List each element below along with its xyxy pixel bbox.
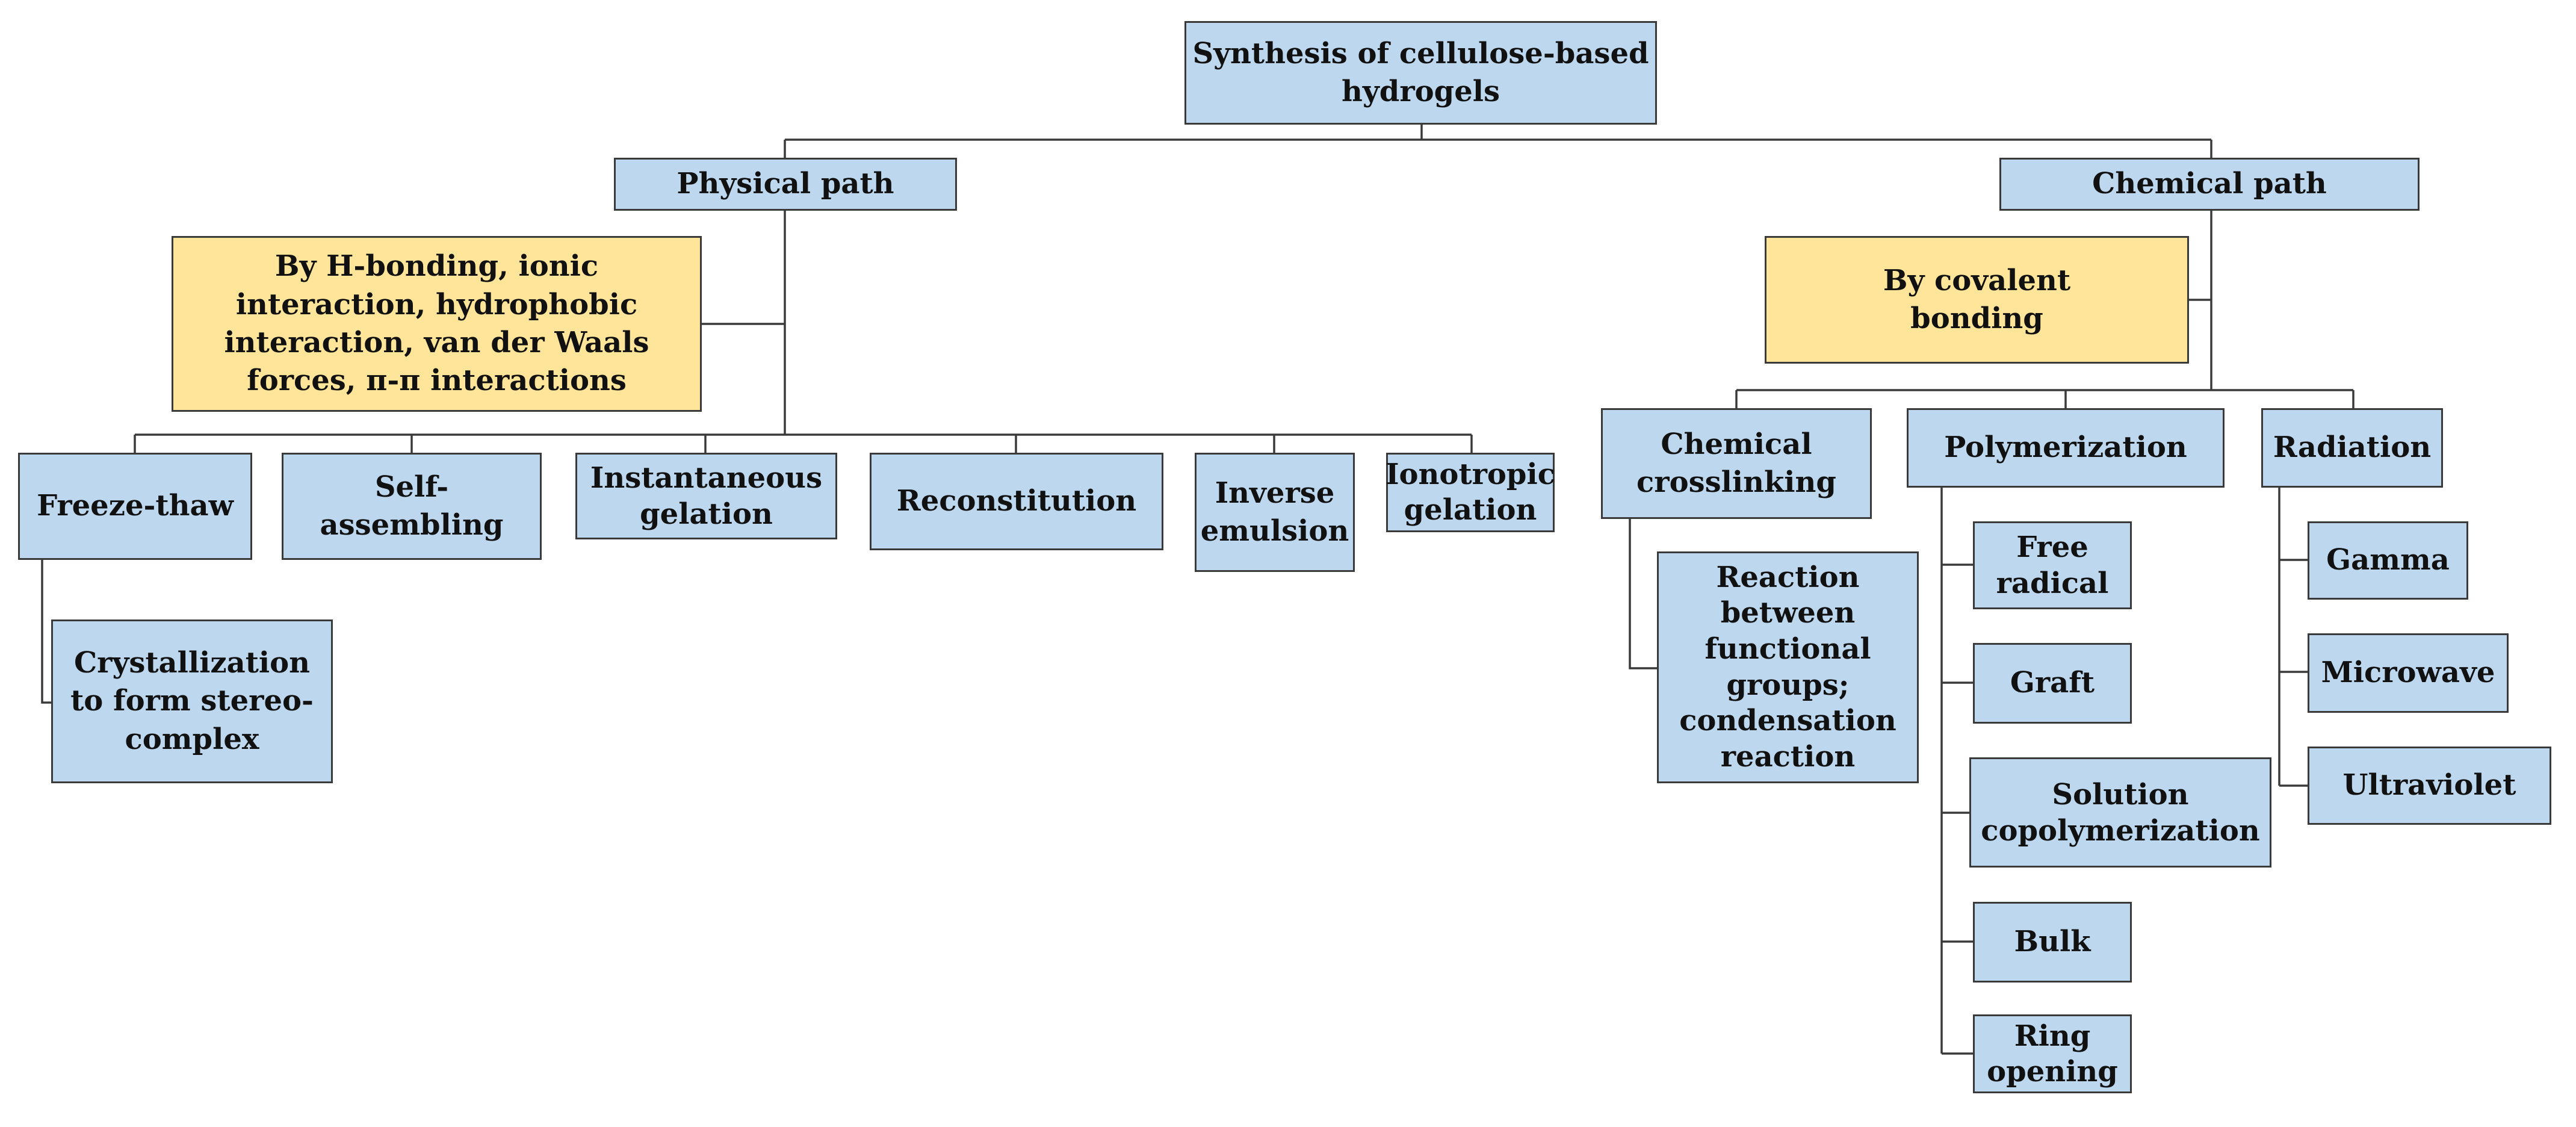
covalent-note-text: By covalent bonding (1883, 263, 2071, 335)
ionotropic-gelation-node: Ionotropic gelation (1386, 453, 1555, 532)
chemical-mechanism-note: By covalent bonding (1765, 236, 2189, 364)
chemical-crosslinking-node: Chemical crosslinking (1601, 408, 1872, 519)
gamma-node: Gamma (2308, 521, 2468, 600)
instantaneous-gelation-node: Instantaneous gelation (575, 453, 837, 539)
crystallization-node: Crystallization to form stereo-complex (51, 619, 333, 783)
physical-path-node: Physical path (614, 158, 957, 211)
free-radical-node: Free radical (1973, 521, 2132, 609)
connector-freeze-detail (41, 560, 51, 704)
graft-node: Graft (1973, 643, 2132, 724)
self-assembling-node: Self-assembling (282, 453, 542, 560)
polymerization-node: Polymerization (1907, 408, 2225, 488)
root-node: Synthesis of cellulose-based hydrogels (1184, 21, 1657, 125)
crosslinking-reaction-node: Reaction between functional groups; cond… (1657, 551, 1919, 783)
connector-crosslinking-detail (1629, 519, 1657, 669)
microwave-node: Microwave (2308, 633, 2509, 713)
radiation-node: Radiation (2261, 408, 2443, 488)
bulk-node: Bulk (1973, 902, 2132, 983)
inverse-emulsion-node: Inverse emulsion (1195, 453, 1355, 572)
chemical-path-node: Chemical path (1999, 158, 2420, 211)
freeze-thaw-node: Freeze-thaw (18, 453, 252, 560)
physical-mechanism-note: By H-bonding, ionic interaction, hydroph… (172, 236, 702, 412)
ring-opening-node: Ring opening (1973, 1014, 2132, 1093)
solution-copolymerization-node: Solution copolymerization (1969, 757, 2271, 868)
reconstitution-node: Reconstitution (870, 453, 1163, 550)
ultraviolet-node: Ultraviolet (2308, 747, 2551, 825)
